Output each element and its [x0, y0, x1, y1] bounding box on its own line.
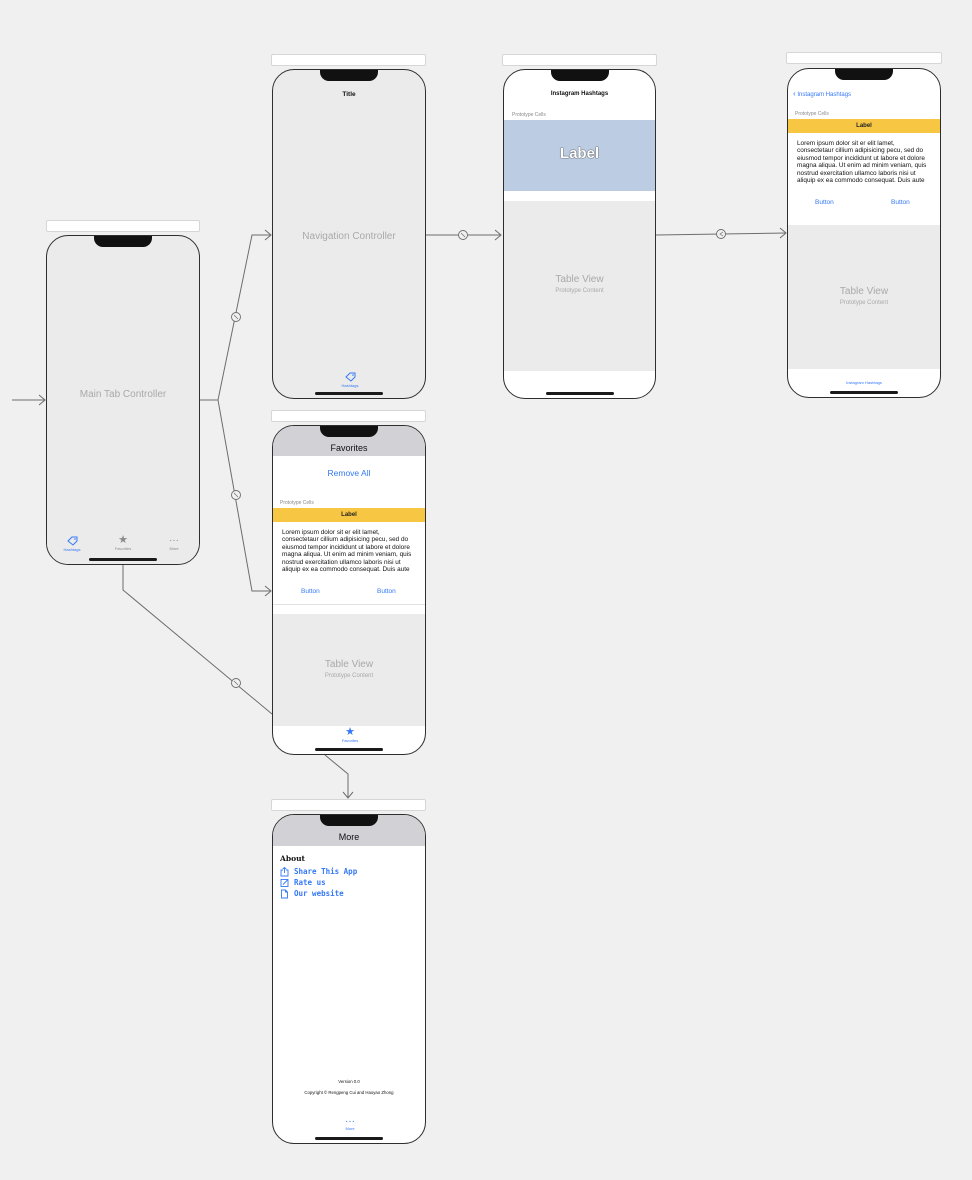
tag-icon [344, 372, 355, 382]
device-notch [320, 426, 378, 437]
device-notch [94, 236, 152, 247]
cell-divider [273, 604, 425, 605]
tab-label[interactable]: Instagram Hashtags [846, 380, 882, 385]
rate-us-item[interactable]: Rate us [280, 877, 420, 888]
our-website-item[interactable]: Our website [280, 888, 420, 899]
tab-favorites[interactable]: ★ Favorites [335, 726, 365, 744]
device-notch [320, 70, 378, 81]
table-view-title: Table View [555, 274, 604, 285]
menu-item-label: Share This App [294, 867, 358, 876]
nav-title: Title [342, 91, 356, 98]
star-icon: ★ [345, 726, 355, 738]
table-view-title: Table View [839, 286, 889, 297]
nav-title: More [338, 832, 360, 842]
home-indicator [545, 392, 614, 395]
chevron-left-icon: ‹ [793, 89, 796, 98]
scene-navigation-controller[interactable]: Title Navigation Controller Hashtags [272, 69, 426, 399]
star-icon: ★ [118, 534, 128, 546]
table-view-title: Table View [324, 659, 374, 670]
scene-hashtag-detail[interactable]: ‹ Instagram Hashtags Prototype Cells Lab… [787, 68, 941, 398]
nav-title: Favorites [330, 443, 368, 453]
scene-favorites[interactable]: Favorites Remove All Prototype Cells Lab… [272, 425, 426, 755]
home-indicator [830, 391, 898, 394]
nav-title: Instagram Hashtags [550, 91, 609, 97]
prototype-cells-label: Prototype Cells [795, 111, 829, 117]
scene-bar-navigation[interactable] [271, 54, 426, 66]
edit-icon [280, 879, 289, 887]
tab-label: More [345, 1126, 355, 1131]
tab-more[interactable]: ··· More [159, 535, 189, 551]
device-notch [550, 70, 609, 81]
lorem-text: Lorem ipsum dolor sit er elit lamet, con… [282, 529, 412, 574]
remove-all-button[interactable]: Remove All [327, 468, 371, 478]
prototype-content-label: Prototype Content [324, 673, 374, 679]
device-notch [320, 815, 378, 826]
home-indicator [315, 392, 383, 395]
scene-bar-main-tab[interactable] [46, 220, 200, 232]
tab-hashtags[interactable]: Hashtags [57, 536, 87, 552]
button-right[interactable]: Button [891, 199, 910, 206]
nav-bar: Favorites [273, 426, 425, 456]
section-title: About [280, 854, 305, 863]
home-indicator [315, 748, 383, 751]
lorem-text: Lorem ipsum dolor sit er elit lamet, con… [797, 140, 927, 185]
cell-label: Label [273, 508, 425, 522]
table-view[interactable]: Table View Prototype Content [504, 201, 655, 371]
home-indicator [89, 558, 157, 561]
menu-item-label: Rate us [294, 878, 326, 887]
scene-bar-more[interactable] [271, 799, 426, 811]
tab-label: Favorites [341, 738, 359, 743]
scene-title: Main Tab Controller [79, 389, 167, 400]
prototype-cell[interactable]: Label [504, 120, 655, 191]
tag-icon [66, 536, 77, 546]
scene-more[interactable]: More About Share This App Rate us Our we… [272, 814, 426, 1144]
prototype-cells-label: Prototype Cells [280, 500, 314, 506]
button-right[interactable]: Button [377, 588, 396, 595]
tab-hashtags[interactable]: Hashtags [335, 372, 365, 388]
button-left[interactable]: Button [815, 199, 834, 206]
scene-main-tab-controller[interactable]: Main Tab Controller Hashtags ★ Favorites… [46, 235, 200, 565]
scene-title: Navigation Controller [302, 231, 396, 242]
home-indicator [315, 1137, 383, 1140]
scene-instagram-hashtags[interactable]: Instagram Hashtags Prototype Cells Label… [503, 69, 656, 399]
scene-bar-favorites[interactable] [271, 410, 426, 422]
cell-label: Label [788, 119, 940, 133]
share-icon [280, 867, 289, 877]
tab-label: Hashtags [63, 547, 81, 552]
scene-bar-detail[interactable] [786, 52, 942, 64]
tab-label: Hashtags [341, 383, 359, 388]
scene-bar-hashtags[interactable] [502, 54, 657, 66]
button-left[interactable]: Button [301, 588, 320, 595]
tab-more[interactable]: ··· More [335, 1116, 365, 1132]
tab-label: Favorites [114, 546, 132, 551]
share-this-app-item[interactable]: Share This App [280, 866, 420, 877]
back-label: Instagram Hashtags [797, 92, 852, 98]
cell-label: Label [559, 145, 600, 162]
prototype-content-label: Prototype Content [839, 300, 889, 306]
tab-label: More [169, 546, 179, 551]
device-notch [835, 69, 893, 80]
copyright-label: Copyright © Rengpeng Cui and Haoyao Zhon… [304, 1090, 394, 1095]
about-section: About Share This App Rate us Our website [280, 854, 420, 899]
menu-item-label: Our website [294, 889, 344, 898]
prototype-cells-label: Prototype Cells [512, 112, 546, 118]
document-icon [281, 889, 288, 899]
table-view[interactable]: Table View Prototype Content [788, 225, 940, 369]
version-label: Version 0.0 [338, 1079, 360, 1084]
tab-favorites[interactable]: ★ Favorites [108, 534, 138, 552]
table-view[interactable]: Table View Prototype Content [273, 614, 425, 726]
more-icon: ··· [169, 535, 179, 546]
more-icon: ··· [345, 1116, 355, 1127]
prototype-content-label: Prototype Content [555, 288, 604, 294]
back-button[interactable]: ‹ Instagram Hashtags [793, 89, 851, 98]
